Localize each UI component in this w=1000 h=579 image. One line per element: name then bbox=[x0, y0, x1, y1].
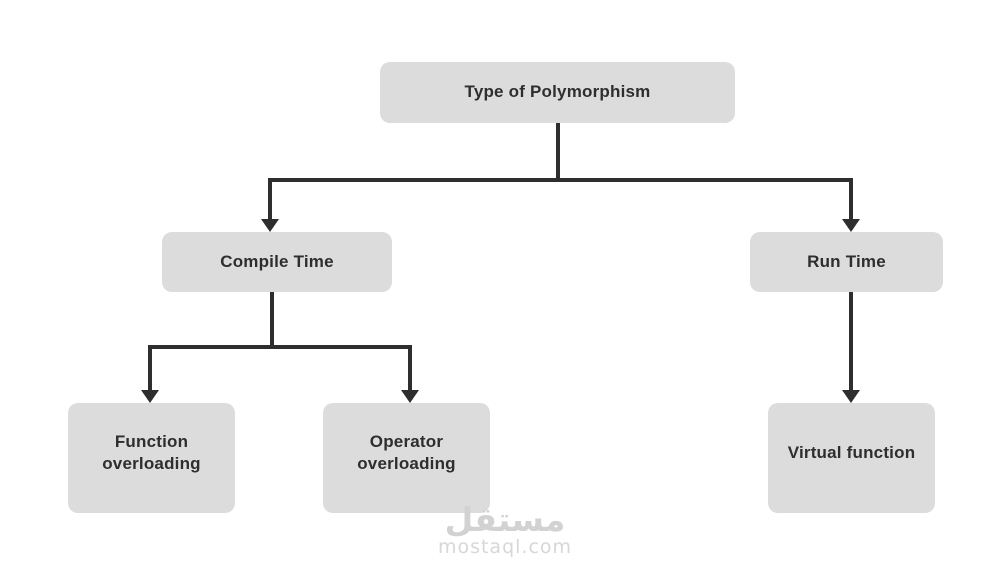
connector-compile-stem bbox=[270, 292, 274, 349]
node-function-overloading: Function overloading bbox=[68, 403, 235, 513]
connector-root-crossbar bbox=[268, 178, 853, 182]
watermark-arabic-logo: مستقل bbox=[444, 500, 566, 539]
arrowhead-into-run-time bbox=[842, 219, 860, 232]
connector-drop-operator-overloading bbox=[408, 345, 412, 393]
connector-drop-virtual-function bbox=[849, 292, 853, 393]
node-label: Type of Polymorphism bbox=[464, 82, 651, 102]
arrowhead-into-compile-time bbox=[261, 219, 279, 232]
arrowhead-into-function-overloading bbox=[141, 390, 159, 403]
arrowhead-into-operator-overloading bbox=[401, 390, 419, 403]
node-label: Operator overloading bbox=[357, 431, 456, 473]
arrowhead-into-virtual-function bbox=[842, 390, 860, 403]
connector-drop-compile-time bbox=[268, 178, 272, 222]
node-label: Run Time bbox=[807, 251, 886, 271]
node-virtual-function: Virtual function bbox=[768, 403, 935, 513]
node-run-time: Run Time bbox=[750, 232, 943, 292]
node-label: Function overloading bbox=[102, 431, 201, 473]
node-label: Virtual function bbox=[787, 442, 916, 462]
watermark: مستقل mostaql.com bbox=[425, 503, 585, 557]
node-label: Compile Time bbox=[220, 251, 334, 271]
node-compile-time: Compile Time bbox=[162, 232, 392, 292]
connector-drop-run-time bbox=[849, 178, 853, 222]
connector-root-stem bbox=[556, 123, 560, 182]
connector-drop-function-overloading bbox=[148, 345, 152, 393]
node-operator-overloading: Operator overloading bbox=[323, 403, 490, 513]
connector-compile-crossbar bbox=[148, 345, 412, 349]
node-type-of-polymorphism: Type of Polymorphism bbox=[380, 62, 735, 123]
watermark-url-text: mostaql.com bbox=[437, 536, 573, 558]
